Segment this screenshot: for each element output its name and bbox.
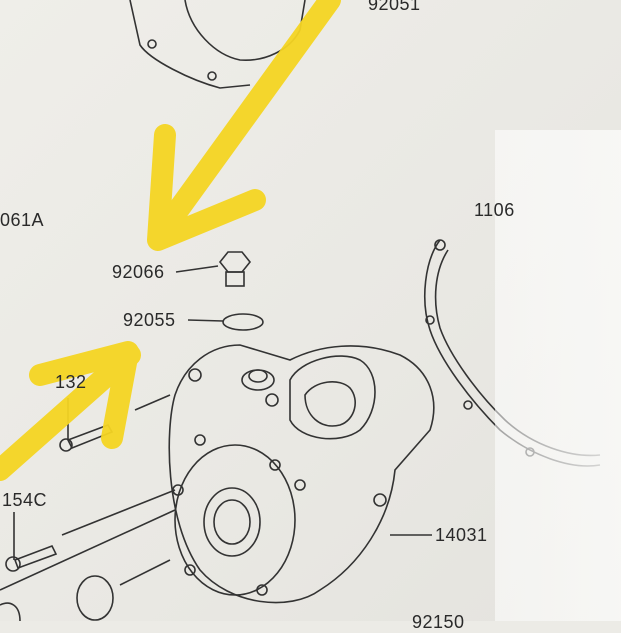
engine-cover-outline [168,344,435,604]
drain-bolt [218,251,252,273]
o-ring [222,313,264,331]
part-label-132: 132 [55,372,87,392]
arrow-top-shaft [149,0,341,246]
plastic-film-overlay [495,130,621,621]
part-label-154c: 154C [2,490,48,510]
part-label-92055: 92055 [123,310,176,330]
part-label-061a: 061A [0,210,45,230]
part-label-1106: 1106 [474,200,515,220]
part-label-92051: 92051 [368,0,421,14]
part-label-92066: 92066 [112,262,165,282]
part-label-92150: 92150 [412,612,465,632]
arrow-bottom-shaft [0,344,141,481]
arrow-bottom-head [29,341,139,449]
arrow-top-head [147,124,266,251]
part-label-14031: 14031 [435,525,488,545]
